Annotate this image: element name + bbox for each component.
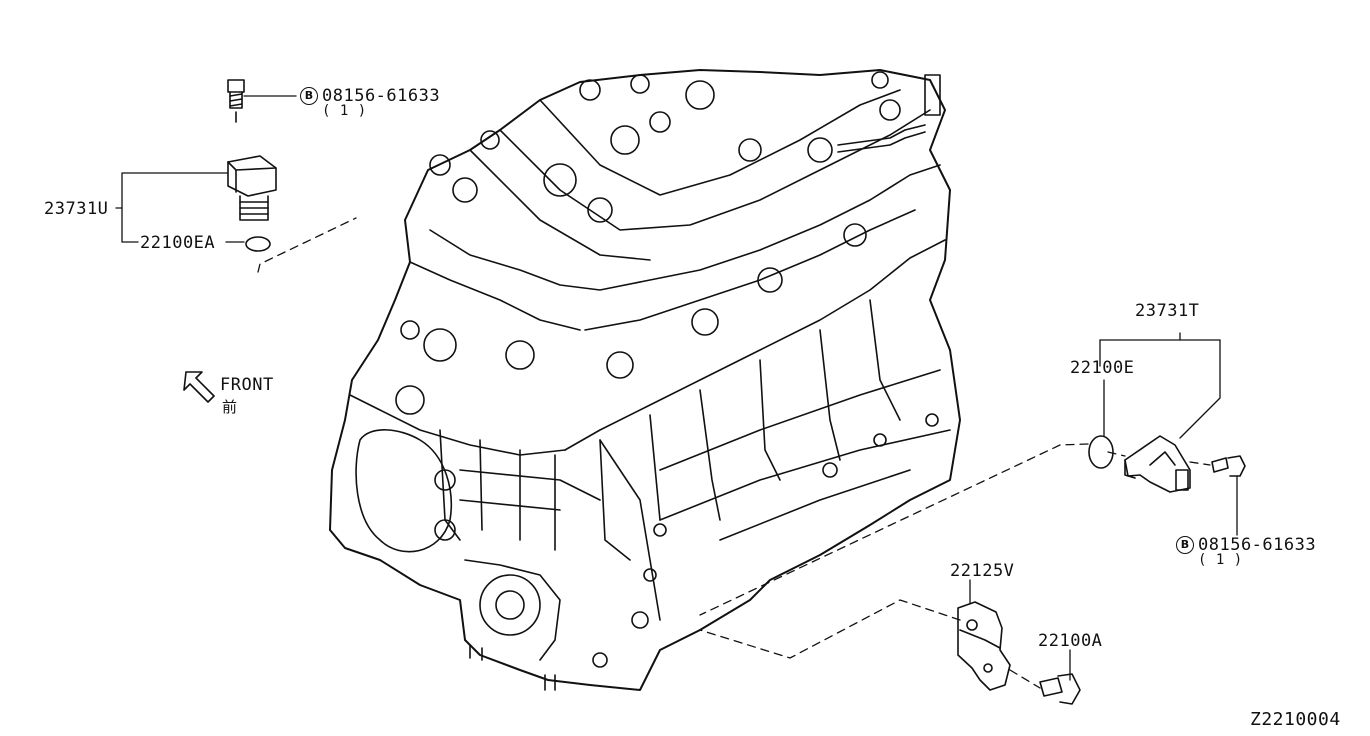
bolt-upper-part-number: 08156-61633	[322, 86, 441, 106]
cam-sensor-rear-part-number: 23731T	[1135, 301, 1200, 321]
front-arrow-icon	[183, 371, 215, 403]
bolt-rear-part-number: 08156-61633	[1198, 535, 1317, 555]
bracket-drawing	[957, 601, 1081, 705]
dashed-guides	[257, 217, 1211, 689]
bolt-rear-quantity: ( 1 )	[1198, 552, 1243, 568]
front-indicator-label: FRONT	[220, 375, 274, 395]
bracket-part-number: 22125V	[950, 561, 1015, 581]
o-ring-rear-part-number: 22100E	[1070, 358, 1135, 378]
o-ring-upper-part-number: 22100EA	[140, 233, 216, 253]
figure-code: Z2210004	[1250, 709, 1341, 730]
bolt-upper-marker: B	[300, 87, 318, 105]
engine-block-drawing	[329, 69, 961, 691]
cam-sensor-rear-drawing	[1088, 435, 1246, 493]
bolt-rear-marker: B	[1176, 536, 1194, 554]
cam-sensor-upper-drawing	[227, 79, 277, 252]
bracket-bolt-part-number: 22100A	[1038, 631, 1103, 651]
bolt-upper-quantity: ( 1 )	[322, 103, 367, 119]
cam-sensor-upper-part-number: 23731U	[44, 199, 109, 219]
front-indicator-kanji: 前	[222, 398, 238, 416]
leader-lines	[115, 95, 1238, 681]
